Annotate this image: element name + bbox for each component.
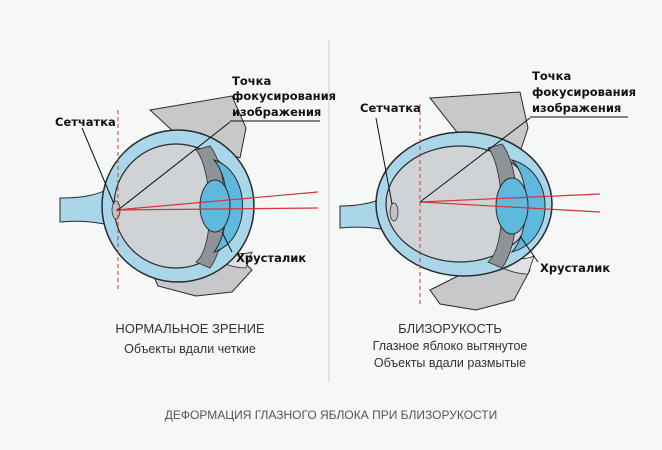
normal-vision-subtitle: Объекты вдали четкие — [124, 342, 256, 356]
retina-leader — [375, 117, 393, 205]
myopia-subtitle-line1: Глазное яблоко вытянутое — [373, 339, 528, 353]
focus-label-line2-normal: фокусирования — [232, 89, 336, 103]
myopia-title: БЛИЗОРУКОСТЬ — [398, 321, 502, 336]
normal-eye-illustration — [59, 95, 320, 297]
focus-label-line2-myopia: фокусирования — [532, 85, 636, 99]
lens-leader — [519, 235, 539, 263]
myopia-subtitle-line2: Объекты вдали размытые — [374, 356, 526, 370]
light-ray — [419, 201, 601, 213]
lens-shape — [199, 179, 231, 233]
light-ray — [419, 193, 601, 203]
lens-leader — [221, 231, 233, 253]
retina-label-normal: Сетчатка — [55, 115, 116, 129]
focus-label-line3-myopia: изображения — [532, 101, 621, 115]
retina-spot — [389, 202, 399, 222]
retina-leader — [81, 127, 115, 205]
focus-leader — [419, 117, 531, 203]
lens-label-normal: Хрусталик — [236, 251, 306, 265]
normal-vision-title: НОРМАЛЬНОЕ ЗРЕНИЕ — [115, 321, 265, 336]
lens-label-myopia: Хрусталик — [540, 261, 610, 275]
focus-label-line3-normal: изображения — [232, 105, 321, 119]
retina-label-myopia: Сетчатка — [360, 101, 421, 115]
myopia-eye-illustration — [339, 91, 628, 311]
light-ray — [115, 207, 319, 211]
focus-leader — [117, 121, 231, 211]
diagram-caption: ДЕФОРМАЦИЯ ГЛАЗНОГО ЯБЛОКА ПРИ БЛИЗОРУКО… — [165, 408, 498, 422]
focus-label-line1-normal: Точка — [232, 74, 271, 88]
focus-label-line1-myopia: Точка — [532, 69, 571, 83]
light-ray — [115, 191, 319, 211]
